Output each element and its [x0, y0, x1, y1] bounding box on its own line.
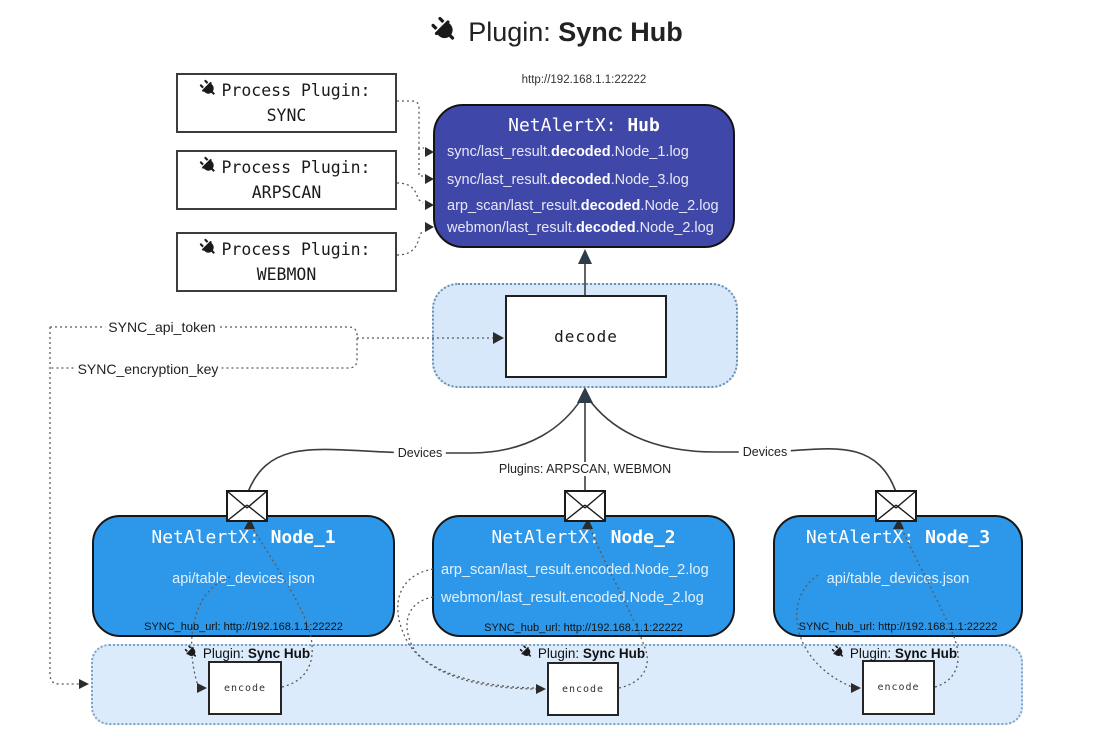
edge-node1-to-decode — [247, 397, 583, 493]
setting-encryption-key: SYNC_encryption_key — [74, 361, 222, 377]
band-plugin-label: Plugin: Sync Hub — [519, 645, 645, 661]
arrowhead-up — [578, 249, 592, 264]
process-plugin-name: WEBMON — [256, 265, 317, 284]
hub-url: http://192.168.1.1:22222 — [521, 74, 647, 86]
process-plugin-label: Process Plugin: — [221, 240, 371, 259]
node-hub-url: SYNC_hub_url: http://192.168.1.1:22222 — [798, 621, 998, 633]
node-title: NetAlertX: Node_2 — [491, 527, 676, 548]
edge-label-devices-left: Devices — [393, 446, 447, 460]
plug-icon — [426, 12, 468, 54]
hub-box: NetAlertX: Hub sync/last_result.decoded.… — [433, 104, 735, 248]
arrowhead-up — [577, 387, 593, 403]
edge-webmon-to-row4 — [396, 230, 423, 256]
arrowhead-right — [79, 679, 89, 689]
process-plugin-box-webmon: Process Plugin: WEBMON — [176, 232, 397, 292]
hub-log-row: sync/last_result.decoded.Node_3.log — [447, 172, 689, 188]
node-hub-url: SYNC_hub_url: http://192.168.1.1:22222 — [144, 621, 343, 633]
plug-icon — [196, 153, 226, 183]
process-plugin-name: SYNC — [266, 106, 307, 125]
edge-label-plugins-mid: Plugins: ARPSCAN, WEBMON — [494, 462, 676, 476]
band-plugin-label: Plugin: Sync Hub — [831, 645, 957, 661]
node-box-node1: NetAlertX: Node_1 api/table_devices.json… — [92, 515, 395, 637]
node-title: NetAlertX: Node_3 — [805, 527, 991, 548]
edge-label-devices-right: Devices — [738, 445, 792, 459]
node-row: api/table_devices.json — [826, 571, 970, 587]
hub-log-row: webmon/last_result.decoded.Node_2.log — [447, 220, 714, 236]
plug-icon — [196, 235, 226, 265]
node-box-node3: NetAlertX: Node_3 api/table_devices.json… — [773, 515, 1023, 637]
encode-box: encode — [862, 660, 935, 715]
plug-icon — [829, 643, 850, 664]
edge-settings-to-band — [49, 327, 80, 685]
process-plugin-label: Process Plugin: — [221, 81, 371, 100]
plug-icon — [196, 76, 226, 106]
edge-sync-to-row1 — [397, 100, 424, 149]
node-box-node2: NetAlertX: Node_2 arp_scan/last_result.e… — [432, 515, 735, 637]
process-plugin-box-arpscan: Process Plugin: ARPSCAN — [176, 150, 397, 210]
edge-sync-to-row2 — [418, 148, 424, 177]
node-row: arp_scan/last_result.encoded.Node_2.log — [441, 562, 709, 578]
plug-icon — [517, 643, 538, 664]
process-plugin-box-sync: Process Plugin: SYNC — [176, 73, 397, 133]
encode-box: encode — [547, 662, 619, 716]
band-plugin-label: Plugin: Sync Hub — [184, 645, 310, 661]
node-row: api/table_devices.json — [172, 571, 315, 587]
process-plugin-name: ARPSCAN — [251, 183, 322, 202]
decode-box: decode — [505, 295, 667, 378]
page-title-text: Plugin: Sync Hub — [468, 17, 683, 47]
plug-icon — [182, 643, 203, 664]
hub-log-row: sync/last_result.decoded.Node_1.log — [447, 144, 689, 160]
hub-log-row: arp_scan/last_result.decoded.Node_2.log — [447, 198, 719, 214]
node-title: NetAlertX: Node_1 — [151, 527, 336, 548]
hub-title: NetAlertX: Hub — [508, 115, 660, 136]
encode-box: encode — [208, 661, 282, 715]
process-plugin-label: Process Plugin: — [221, 158, 371, 177]
page-title: Plugin: Sync Hub — [0, 16, 1117, 49]
node-hub-url: SYNC_hub_url: http://192.168.1.1:22222 — [484, 622, 683, 634]
setting-api-token: SYNC_api_token — [105, 319, 219, 335]
edge-arpscan-to-row3 — [396, 182, 424, 204]
node-row: webmon/last_result.encoded.Node_2.log — [441, 590, 704, 606]
